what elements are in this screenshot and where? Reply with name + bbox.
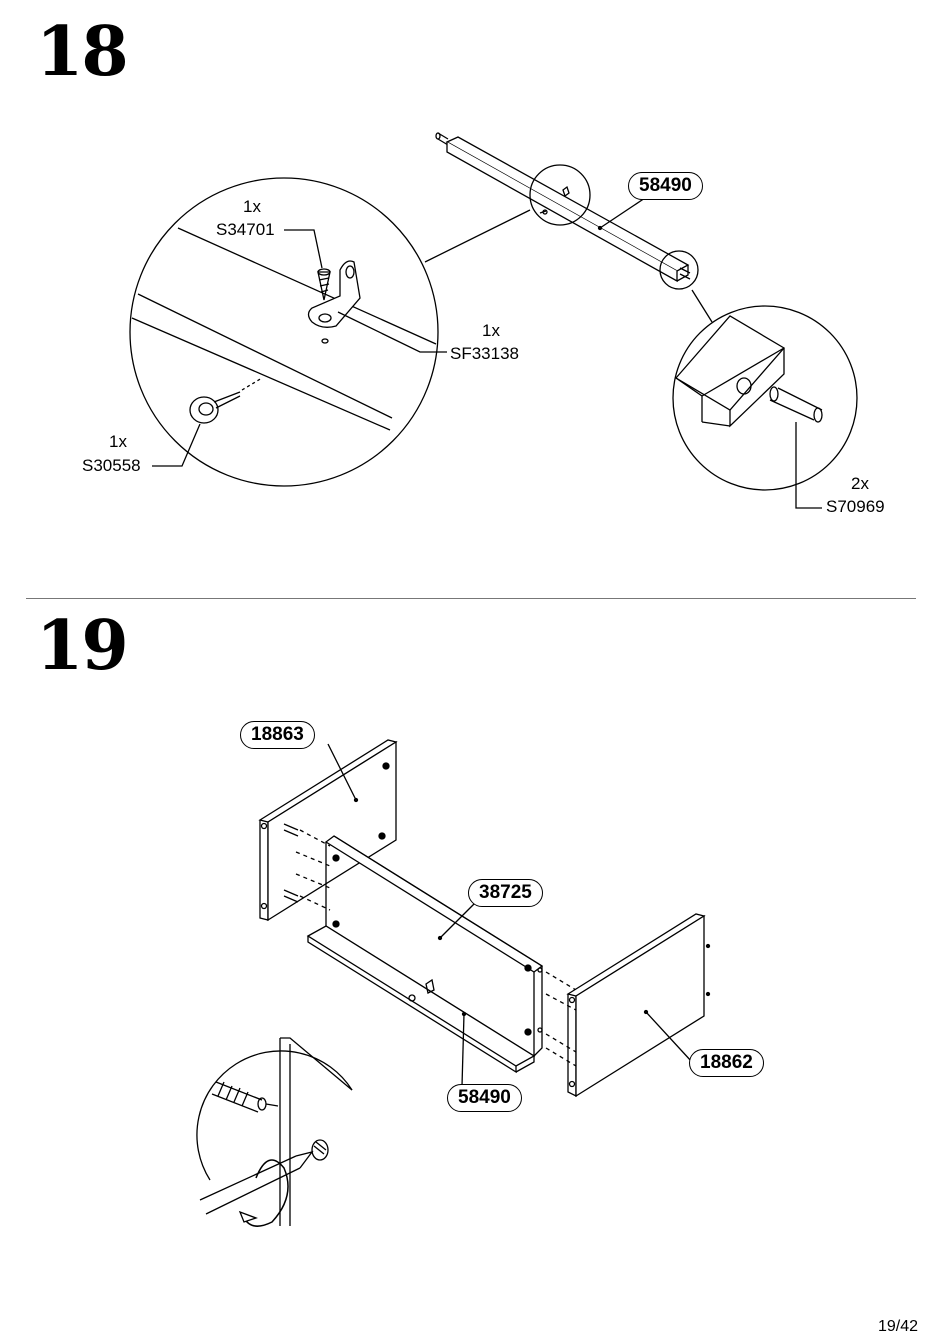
- step18-detail-circle-left: [129, 177, 531, 487]
- step19-panels-drawing: [258, 739, 711, 1098]
- step-number-18: 18: [36, 12, 129, 92]
- callout-qty-s34701: 1x: [243, 197, 261, 216]
- step-divider: [26, 598, 916, 599]
- page-number: 19/42: [877, 1318, 918, 1335]
- callout-part-s70969: S70969: [826, 497, 885, 516]
- step18-detail-circle-right: [672, 289, 858, 509]
- callout-part-sf33138: SF33138: [450, 344, 519, 363]
- part-label-18862: 18862: [689, 1049, 764, 1077]
- part-label-38725: 38725: [468, 879, 543, 907]
- step-number-19: 19: [36, 606, 129, 686]
- part-label-58490-step19: 58490: [447, 1084, 522, 1112]
- callout-qty-s70969: 2x: [851, 474, 869, 493]
- callout-part-s34701: S34701: [216, 220, 275, 239]
- step19-detail-circle: [196, 1037, 353, 1227]
- callout-qty-sf33138: 1x: [482, 321, 500, 340]
- part-label-18863: 18863: [240, 721, 315, 749]
- part-label-58490-step18: 58490: [628, 172, 703, 200]
- callout-part-s30558: S30558: [82, 456, 141, 475]
- callout-qty-s30558: 1x: [109, 432, 127, 451]
- step18-rail-drawing: [435, 132, 699, 290]
